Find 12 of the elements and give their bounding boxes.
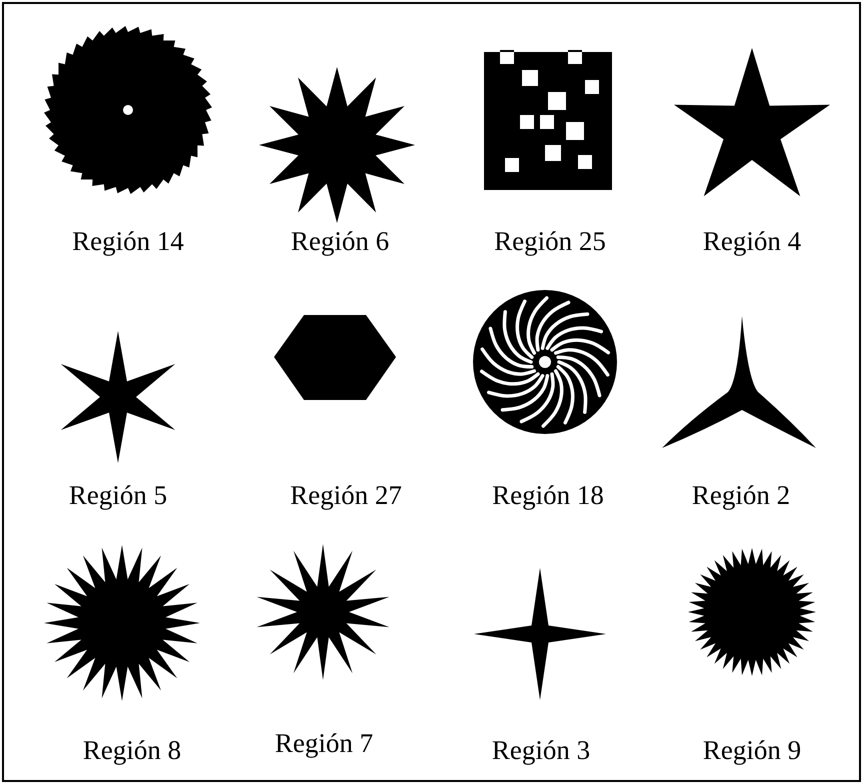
shape-label: Región 3 (492, 737, 590, 764)
shape-label: Región 14 (72, 228, 184, 255)
shape-label: Región 8 (82, 737, 182, 764)
shape-label: Región 6 (290, 228, 390, 255)
shape-label: Región 9 (702, 737, 802, 764)
shape-label: Región 18 (492, 482, 604, 509)
shape-label: Región 7 (274, 730, 374, 757)
shape-label: Región 4 (702, 228, 802, 255)
shape-label: Región 5 (68, 482, 168, 509)
shape-label: Región 27 (290, 482, 402, 509)
shape-label: Región 25 (494, 228, 606, 255)
shape-label: Región 2 (692, 482, 790, 509)
